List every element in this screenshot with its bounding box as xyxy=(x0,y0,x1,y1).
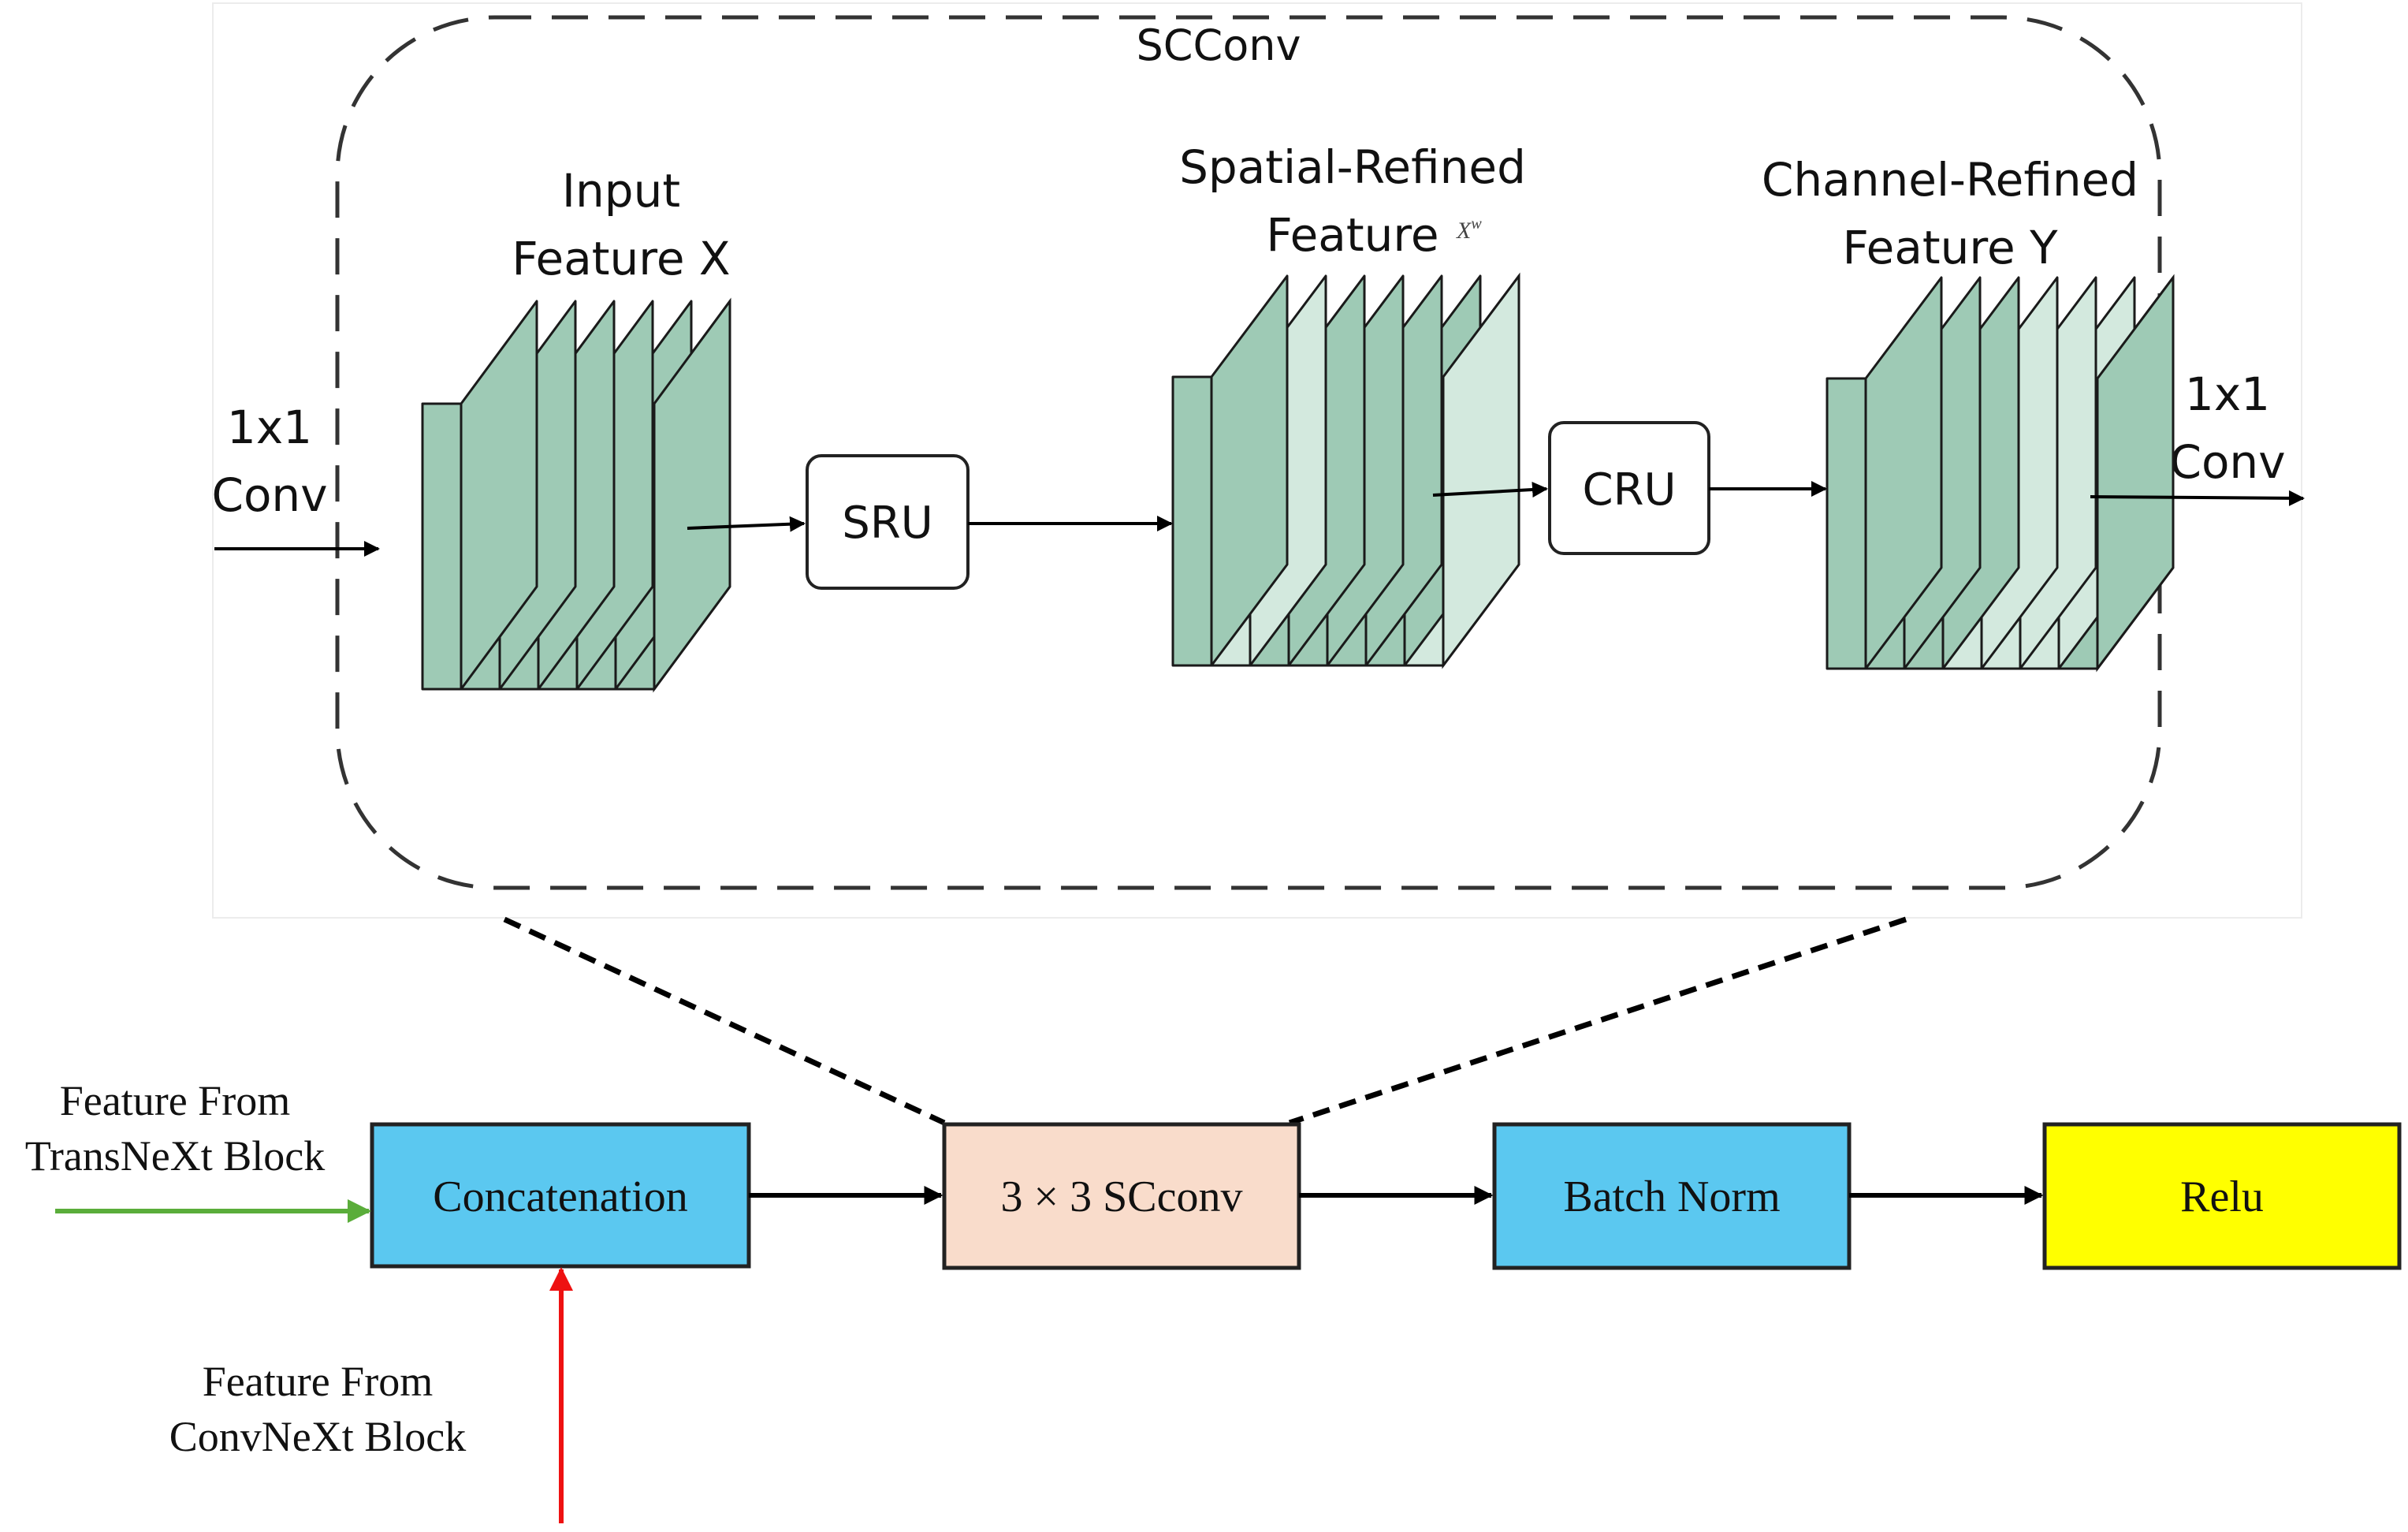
right-conv-label-line1: 1x1 xyxy=(2185,367,2270,421)
convnext-label-line2: ConvNeXt Block xyxy=(169,1413,466,1460)
feature-stack-side-face xyxy=(1442,272,1520,669)
spatial-feature-label-line1: Spatial-Refined xyxy=(1179,140,1526,194)
input-feature-label-line1: Input xyxy=(562,164,680,218)
scconv-3x3-label: 3 × 3 SCconv xyxy=(1001,1172,1243,1221)
relu-label: Relu xyxy=(2180,1172,2264,1221)
batch-norm-label: Batch Norm xyxy=(1563,1172,1780,1221)
convnext-label-line1: Feature From xyxy=(203,1358,433,1405)
zoom-line-right xyxy=(1288,916,1907,1126)
left-conv-label-line1: 1x1 xyxy=(227,401,312,454)
spatial-refined-feature-stack xyxy=(1171,272,1520,669)
feature-stack-side-face xyxy=(2096,274,2175,673)
channel-refined-feature-stack xyxy=(1826,274,2175,673)
input-feature-label-line2: Feature X xyxy=(512,232,730,285)
input-feature-stack xyxy=(421,297,731,693)
zoom-line-left xyxy=(503,916,946,1126)
transnext-label-line2: TransNeXt Block xyxy=(25,1132,326,1180)
concatenation-box xyxy=(370,1122,751,1269)
cru-label: CRU xyxy=(1583,464,1677,516)
scconv-title: SCConv xyxy=(1137,21,1301,70)
relu-box xyxy=(2042,1122,2402,1270)
concatenation-label: Concatenation xyxy=(433,1172,687,1221)
channel-feature-label-line2: Feature Y xyxy=(1842,221,2058,274)
left-conv-label-line2: Conv xyxy=(211,468,327,522)
feature-stack-side-face xyxy=(653,297,731,693)
spatial-feature-symbol: Xw xyxy=(1456,215,1482,244)
spatial-feature-label-line2: Feature xyxy=(1266,208,1438,262)
batch-norm-box xyxy=(1492,1122,1852,1270)
arrow-input-to-sru xyxy=(687,516,806,532)
arrow-channel-to-conv xyxy=(2090,490,2305,506)
scconv-dashed-container xyxy=(335,15,2162,890)
sru-label: SRU xyxy=(842,498,932,549)
scconv-3x3-box xyxy=(942,1122,1301,1270)
arrow-spatial-to-cru xyxy=(1432,482,1548,498)
right-conv-label-line2: Conv xyxy=(2169,435,2285,489)
channel-feature-label-line1: Channel-Refined xyxy=(1762,153,2138,207)
transnext-label-line1: Feature From xyxy=(60,1077,290,1124)
